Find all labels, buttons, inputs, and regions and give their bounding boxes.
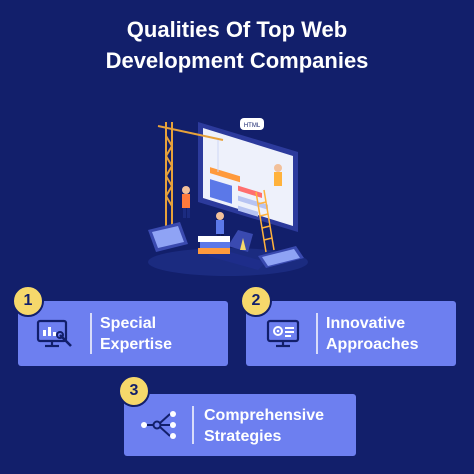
card-innovative-approaches: Innovative Approaches	[246, 301, 456, 366]
strategy-network-icon	[141, 411, 176, 439]
title-line-2: Development Companies	[105, 48, 369, 73]
card-label-line-1: Innovative	[326, 315, 406, 332]
web-development-illustration: HTML	[148, 118, 308, 276]
card-label-line-1: Comprehensive	[204, 407, 325, 424]
books-icon	[198, 236, 230, 254]
html-tag-icon: HTML	[240, 118, 264, 130]
traffic-cone-icon	[240, 238, 246, 250]
monitor-wrench-icon	[36, 319, 72, 347]
badge-number-2: 2	[240, 285, 272, 317]
badge-number-3: 3	[118, 375, 150, 407]
card-label-line-2: Strategies	[204, 428, 282, 445]
crane-icon	[157, 122, 224, 230]
ladder-icon	[255, 189, 275, 253]
card-label-line-2: Approaches	[326, 336, 419, 353]
monitor-settings-icon	[266, 319, 300, 347]
html-text: HTML	[244, 123, 261, 129]
card-special-expertise: Special Expertise	[18, 301, 228, 366]
card-divider	[192, 406, 194, 444]
badge-number-1: 1	[12, 285, 44, 317]
card-divider	[316, 313, 318, 354]
card-label: Special Expertise	[100, 313, 172, 355]
card-comprehensive-strategies: Comprehensive Strategies	[124, 394, 356, 456]
title-line-1: Qualities Of Top Web	[126, 17, 348, 42]
card-divider	[90, 313, 92, 354]
page-title: Qualities Of Top Web Development Compani…	[0, 14, 474, 76]
card-label: Comprehensive Strategies	[204, 405, 324, 447]
tablet-icon	[258, 246, 304, 268]
card-label-line-1: Special	[100, 315, 157, 332]
card-label: Innovative Approaches	[326, 313, 418, 355]
card-label-line-2: Expertise	[100, 336, 173, 353]
laptop-icon	[148, 222, 188, 252]
